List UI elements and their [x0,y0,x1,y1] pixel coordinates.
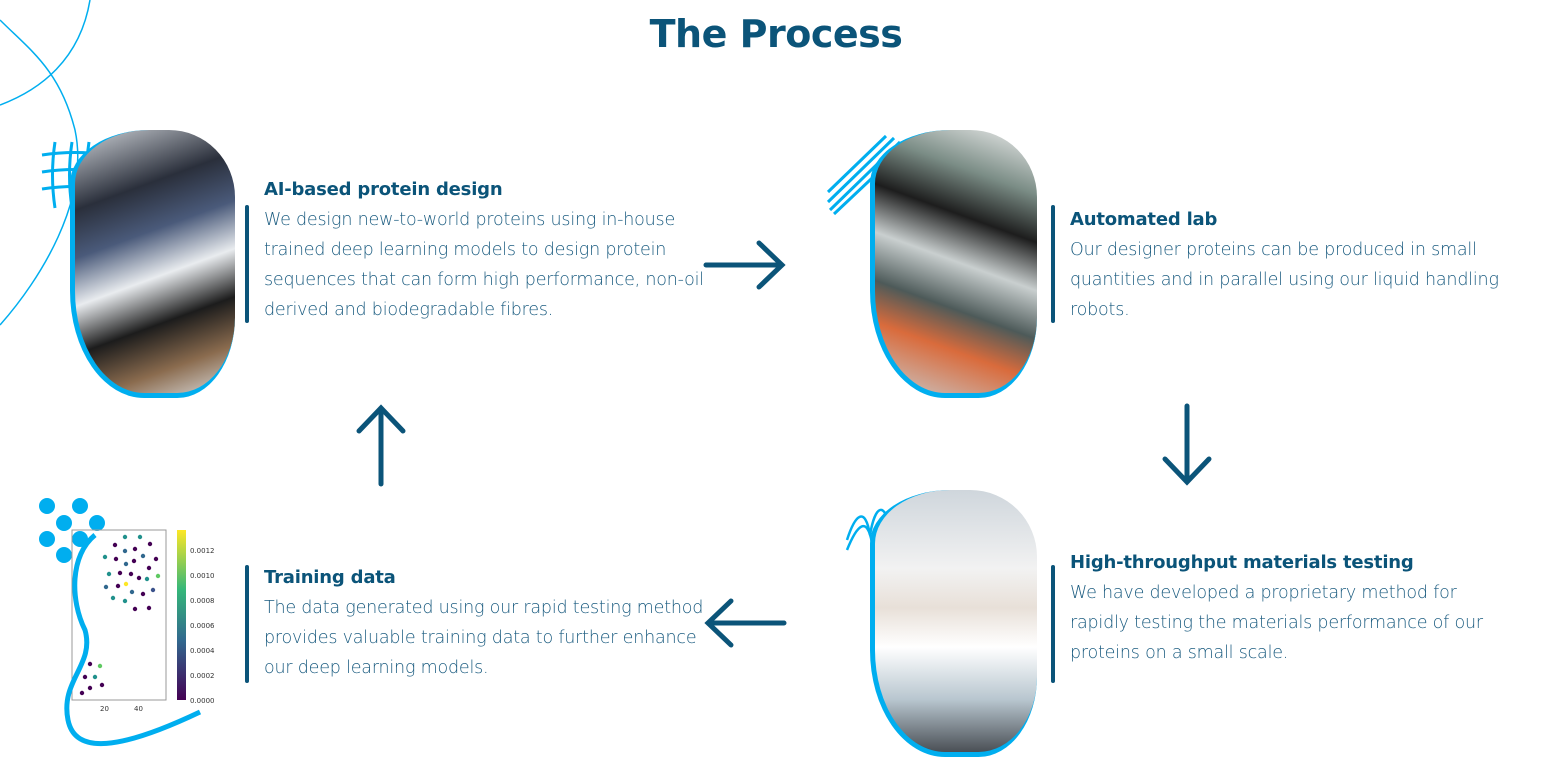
arrow-left-icon [704,598,787,648]
colorbar-tick: 0.0000 [190,697,215,705]
scatter-point [132,546,138,552]
colorbar-tick: 0.0010 [190,572,215,580]
colorbar-tick: 0.0012 [190,547,215,555]
scatter-point [112,542,118,548]
scatter-point [146,605,152,611]
scatter-point [131,558,137,564]
step-heading: High-throughput materials testing [1070,552,1414,573]
scatter-point [147,541,153,547]
colorbar-tick: 0.0002 [190,672,215,680]
scatter-point [102,554,108,560]
arrow-up-icon [356,404,406,487]
scatter-point [82,674,88,680]
scatter-point [92,674,98,680]
scatter-point [115,583,121,589]
scatter-point [87,661,93,667]
scatter-point [123,561,129,567]
computer-workstation-photo [70,130,235,398]
scatter-point [123,581,129,587]
scatter-point [97,663,103,669]
accent-bar [245,565,249,683]
scatter-point [122,598,128,604]
scatter-point [144,576,150,582]
decorative-curves [0,0,91,326]
scatter-plot-image: 0.0012 0.0010 0.0008 0.0006 0.0004 0.000… [39,498,215,747]
step-training-data: Training data The data generated using o… [264,563,704,683]
scatter-point [99,682,105,688]
scatter-point [140,591,146,597]
page-title: The Process [649,12,903,56]
step-heading: AI-based protein design [264,179,503,200]
step-body: We have developed a proprietary method f… [1070,583,1483,663]
scatter-point [103,584,109,590]
x-tick: 40 [134,705,143,713]
arrow-down-icon [1162,403,1212,486]
lab-scientist-photo [870,490,1037,757]
accent-bar [245,205,249,323]
step-ai-protein-design: AI-based protein design We design new-to… [264,175,704,325]
step-heading: Training data [264,567,396,588]
x-tick: 20 [100,705,109,713]
scatter-point [129,589,135,595]
scatter-point [113,556,119,562]
scatter-point [140,553,146,559]
scatter-point [155,573,161,579]
accent-bar [1051,205,1055,323]
scatter-point [117,570,123,576]
colorbar-tick: 0.0006 [190,622,215,630]
colorbar-tick: 0.0008 [190,597,215,605]
scatter-point [87,685,93,691]
step-body: We design new-to-world proteins using in… [264,210,704,320]
liquid-handling-robot-photo [870,130,1037,398]
scatter-point [122,534,128,540]
scatter-point [106,571,112,577]
step-body: The data generated using our rapid testi… [264,598,704,678]
scatter-point [110,595,116,601]
step-body: Our designer proteins can be produced in… [1070,240,1499,320]
step-heading: Automated lab [1070,209,1218,230]
scatter-point [122,548,128,554]
accent-bar [1051,565,1055,683]
arrow-right-icon [703,240,786,290]
scatter-point [150,587,156,593]
step-automated-lab: Automated lab Our designer proteins can … [1070,205,1510,325]
scatter-point [128,571,134,577]
scatter-point [137,534,143,540]
colorbar-tick: 0.0004 [190,647,215,655]
scatter-point [79,690,85,696]
scatter-point [136,575,142,581]
scatter-point [153,556,159,562]
scatter-point [146,565,152,571]
step-materials-testing: High-throughput materials testing We hav… [1070,548,1510,668]
dots-icon [39,498,105,563]
scatter-point [132,606,138,612]
